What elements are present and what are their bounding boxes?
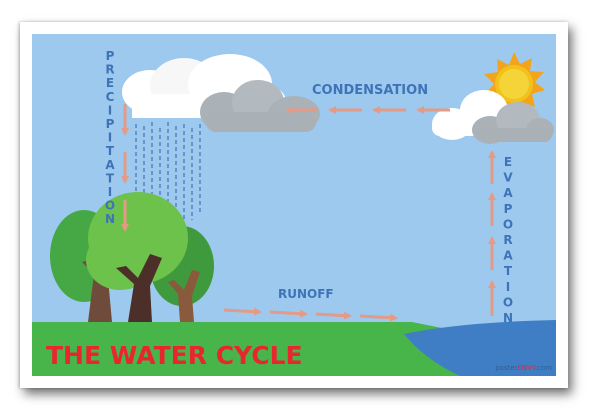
watermark: posterENVY.com [495,364,552,372]
evaporation-letter: R [503,233,512,247]
evaporation-letter: N [503,311,513,325]
precipitation-letter: P [106,117,115,131]
condensation-label: CONDENSATION [312,83,428,98]
evaporation-letter: A [503,249,513,263]
precipitation-letter: R [105,63,114,77]
trees [50,192,214,322]
precipitation-letter: P [106,49,115,63]
evaporation-letter: O [503,217,513,231]
arrows [121,104,496,322]
evaporation-letter: A [503,186,513,200]
precipitation-letter: E [106,76,114,90]
precipitation-letter: O [105,199,115,213]
water-body [404,320,556,376]
runoff-label: RUNOFF [278,287,334,301]
evaporation-letter: I [506,280,510,294]
evaporation-letter: E [504,155,512,169]
small-grey-cloud [472,102,554,144]
evaporation-letter: P [504,202,513,216]
precipitation-letter: A [105,158,115,172]
precipitation-letter: I [108,103,112,117]
evaporation-letter: O [503,295,513,309]
evaporation-letter: V [503,171,513,185]
precipitation-letter: I [108,131,112,145]
precipitation-letter: I [108,185,112,199]
poster-title: THE WATER CYCLE [46,341,303,370]
evaporation-letter: T [504,264,513,278]
precipitation-letter: T [106,171,115,185]
precipitation-letter: N [105,212,115,226]
precipitation-letter: T [106,144,115,158]
grey-cloud [200,80,320,132]
precipitation-letter: C [106,90,115,104]
grass [32,322,472,376]
